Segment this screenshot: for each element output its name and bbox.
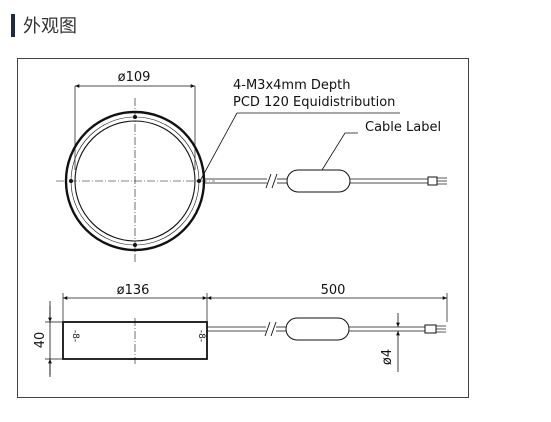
mount-hole-left	[69, 179, 73, 183]
side-body	[62, 321, 208, 360]
cable-label-leader	[321, 132, 358, 171]
cable-break-mark	[265, 173, 278, 189]
side-view: -8- -8- ø136 500 40 ø4	[33, 283, 448, 377]
mount-spec-line1: 4-M3x4mm Depth	[233, 78, 350, 93]
mount-hole-right	[197, 179, 201, 183]
cable-diameter-label: ø4	[380, 349, 395, 365]
heading-accent-bar	[11, 13, 15, 37]
cable-label-text: Cable Label	[365, 120, 441, 135]
top-diameter-label: ø109	[118, 70, 151, 85]
mount-hole-bottom	[133, 243, 137, 247]
height-label: 40	[33, 332, 48, 349]
section-heading: 外观图	[11, 12, 77, 38]
drawing-frame	[17, 58, 469, 398]
side-hole-mark-right: -8-	[196, 330, 206, 342]
mount-spec-line2: PCD 120 Equidistribution	[233, 95, 395, 110]
side-hole-mark-left: -8-	[70, 330, 80, 342]
cable-label-sleeve	[286, 169, 351, 193]
heading-title: 外观图	[23, 16, 77, 37]
side-diameter-label: ø136	[117, 283, 150, 298]
top-view: ø109 4-M3x4mm Depth PCD 120 Equidistribu…	[56, 70, 447, 262]
side-cable-break-mark	[264, 321, 277, 337]
cable-length-label: 500	[321, 283, 346, 298]
side-cable-connector	[424, 324, 437, 334]
mount-hole-top	[133, 115, 137, 119]
cable-connector	[427, 176, 438, 186]
side-cable-label-sleeve	[285, 317, 350, 341]
mount-leader-line	[199, 112, 238, 182]
